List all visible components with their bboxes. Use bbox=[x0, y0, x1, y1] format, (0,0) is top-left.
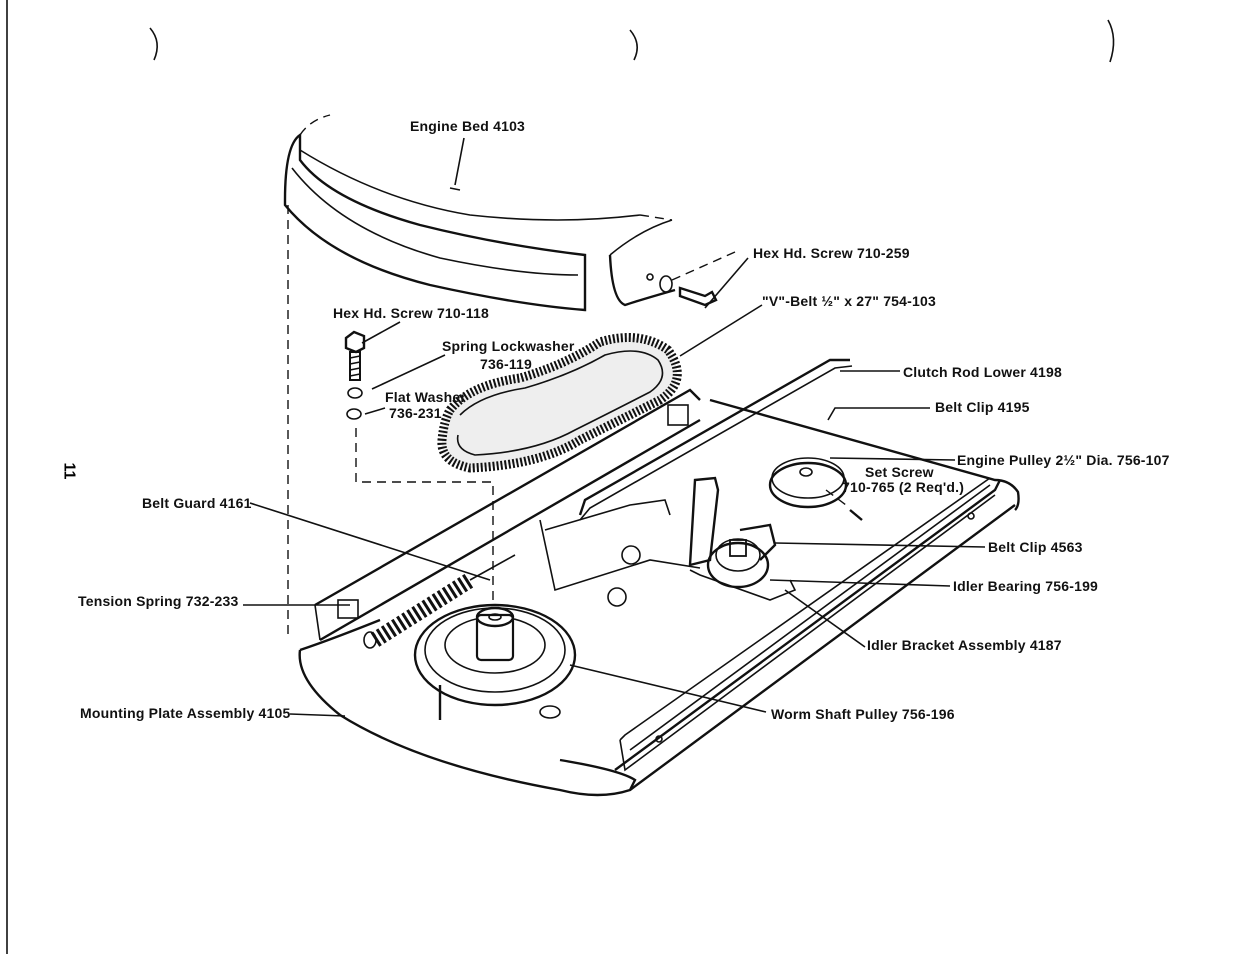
clutch-rod bbox=[578, 358, 853, 521]
label-belt-guard: Belt Guard 4161 bbox=[142, 495, 252, 511]
idler-assembly bbox=[539, 476, 797, 601]
engine-bed bbox=[283, 114, 676, 640]
belt-guard bbox=[314, 388, 701, 642]
label-hex-screw-710-118: Hex Hd. Screw 710-118 bbox=[333, 305, 489, 321]
label-worm-shaft-pulley: Worm Shaft Pulley 756-196 bbox=[771, 706, 955, 722]
label-flat-washer: Flat Washer bbox=[385, 389, 467, 405]
binder-mark-center bbox=[629, 29, 638, 61]
binder-mark-right bbox=[1107, 19, 1115, 63]
label-engine-bed: Engine Bed 4103 bbox=[410, 118, 526, 134]
page-number: 11 bbox=[60, 462, 78, 480]
worm-shaft-pulley bbox=[413, 603, 577, 720]
mounting-plate bbox=[298, 398, 1020, 797]
hex-screw-710-118 bbox=[344, 330, 366, 381]
label-idler-bracket: Idler Bracket Assembly 4187 bbox=[867, 637, 1062, 653]
label-hex-screw-710-259: Hex Hd. Screw 710-259 bbox=[753, 245, 910, 261]
hex-screw-710-259 bbox=[646, 251, 736, 307]
engine-pulley bbox=[768, 457, 863, 521]
label-mounting-plate: Mounting Plate Assembly 4105 bbox=[80, 705, 291, 721]
label-spring-lockwasher-number: 736-119 bbox=[480, 356, 533, 372]
label-belt-clip-4563: Belt Clip 4563 bbox=[988, 539, 1083, 555]
binder-mark-left bbox=[149, 27, 158, 61]
label-flat-washer-number: 736-231 bbox=[389, 405, 442, 421]
label-spring-lockwasher: Spring Lockwasher bbox=[442, 338, 575, 354]
label-belt-clip-4195: Belt Clip 4195 bbox=[935, 399, 1030, 415]
label-clutch-rod: Clutch Rod Lower 4198 bbox=[903, 364, 1063, 380]
label-set-screw-number: 710-765 (2 Req'd.) bbox=[842, 479, 965, 495]
leader-lines bbox=[243, 137, 986, 717]
label-v-belt: "V"-Belt ½" x 27" 754-103 bbox=[762, 293, 936, 309]
flat-washer-shape bbox=[346, 408, 362, 420]
v-belt bbox=[437, 333, 682, 473]
spring-lockwasher-shape bbox=[347, 387, 363, 399]
label-tension-spring: Tension Spring 732-233 bbox=[78, 593, 239, 609]
label-set-screw: Set Screw bbox=[865, 464, 934, 480]
label-idler-bearing: Idler Bearing 756-199 bbox=[953, 578, 1099, 594]
screw-assembly-path bbox=[355, 428, 494, 600]
label-engine-pulley: Engine Pulley 2½" Dia. 756-107 bbox=[957, 452, 1170, 468]
